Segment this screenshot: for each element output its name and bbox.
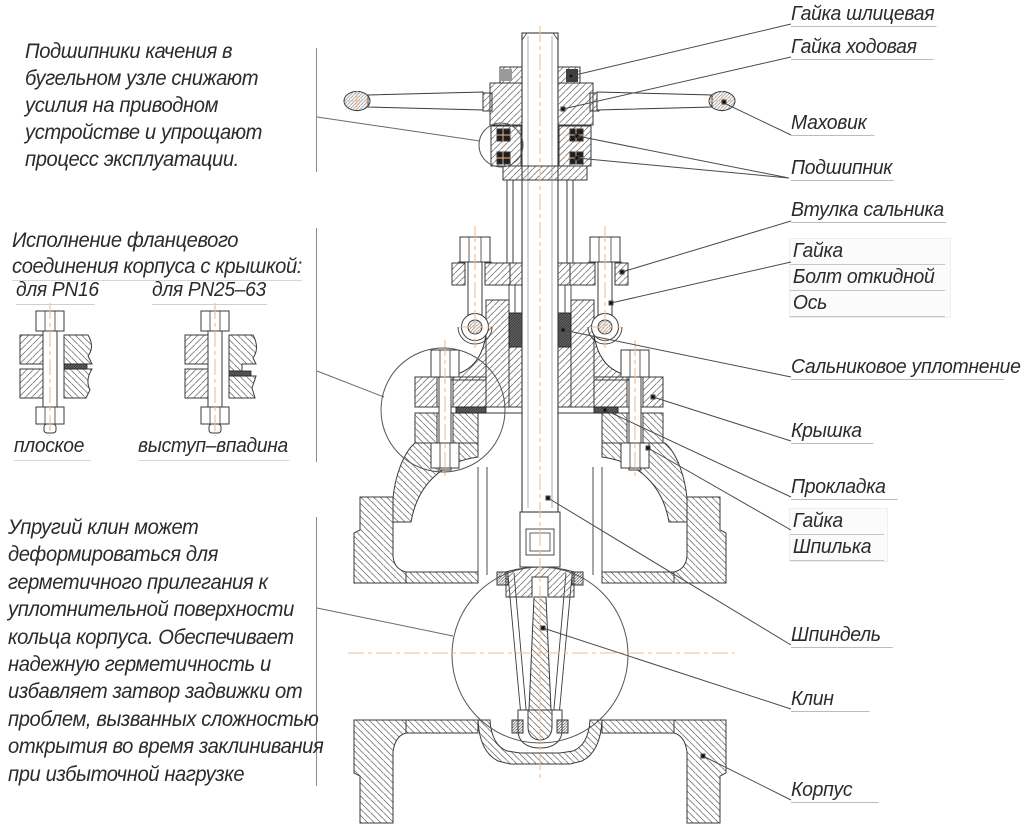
note-line: избавляет затвор задвижки от — [8, 680, 303, 704]
label-wedge: Клин — [791, 688, 870, 712]
note-line: процесс эксплуатации. — [25, 148, 239, 171]
label-packing: Сальниковое уплотнение — [791, 356, 1021, 380]
label-body: Корпус — [791, 779, 879, 803]
label-group-bolt-assembly: Гайка Болт откидной Ось — [789, 238, 951, 318]
note-line: кольца корпуса. Обеспечивает — [8, 625, 294, 649]
note-line: герметичного прилегания к — [8, 570, 268, 594]
handwheel — [343, 91, 736, 111]
note-line: проблем, вызванных сложностью — [8, 707, 319, 731]
drive-nut-hub — [482, 82, 600, 126]
gland-flange — [451, 262, 629, 313]
label-bearing: Подшипник — [791, 157, 894, 181]
variant-pn16-label: для PN16 — [16, 279, 99, 305]
note-bearings: Подшипники качения в бугельном узле сниж… — [25, 38, 262, 173]
inset-pn16 — [19, 310, 93, 434]
label-handwheel: Маховик — [791, 112, 875, 136]
label-stud: Шпилька — [790, 535, 885, 561]
note-line: открытия во время заклинивания — [8, 735, 324, 759]
note-line: Исполнение фланцевого — [12, 229, 239, 252]
label-nut-top: Гайка — [790, 239, 946, 265]
label-hinged-bolt: Болт откидной — [790, 265, 946, 291]
label-gasket: Прокладка — [791, 476, 898, 500]
note-flange-variants-title: Исполнение фланцевого соединения корпуса… — [12, 228, 302, 281]
note-line: соединения корпуса с крышкой: — [12, 254, 302, 281]
note-line: при избыточной нагрузке — [8, 762, 245, 786]
note-line: надежную герметичность и — [8, 653, 271, 677]
bonnet — [414, 299, 664, 408]
note-line: деформироваться для — [8, 543, 218, 567]
label-axis-pin: Ось — [790, 291, 946, 317]
label-bonnet: Крышка — [791, 420, 874, 444]
note-pointer-lines — [316, 116, 481, 637]
centerlines — [49, 26, 736, 780]
label-group-stud-assembly: Гайка Шпилька — [789, 508, 888, 562]
variant-pn25-63-label: для PN25–63 — [152, 279, 268, 305]
note-wedge: Упругий клин может деформироваться для г… — [8, 514, 324, 788]
bearing-detail-circle — [478, 122, 524, 168]
note-line: уплотнительной поверхности — [8, 598, 294, 622]
note-line: усилия на приводном — [25, 94, 219, 117]
label-spindle: Шпиндель — [791, 624, 893, 648]
valve-body — [353, 412, 727, 824]
caption-tongue-groove: выступ–впадина — [138, 435, 290, 461]
flange-detail-circle — [380, 347, 506, 473]
leader-lines — [540, 23, 792, 801]
note-line: устройстве и упрощают — [25, 121, 263, 144]
caption-flat: плоское — [14, 435, 91, 461]
note-line: Упругий клин может — [8, 516, 199, 539]
note-line: Подшипники качения в — [25, 40, 233, 63]
inset-pn25-63 — [184, 310, 257, 434]
label-spline-nut: Гайка шлицевая — [791, 3, 937, 27]
yoke-columns — [506, 180, 574, 263]
label-drive-nut: Гайка ходовая — [791, 36, 934, 60]
note-line: бугельном узле снижают — [25, 67, 259, 90]
label-nut-bottom: Гайка — [790, 509, 885, 535]
label-gland-bushing: Втулка сальника — [791, 199, 947, 223]
